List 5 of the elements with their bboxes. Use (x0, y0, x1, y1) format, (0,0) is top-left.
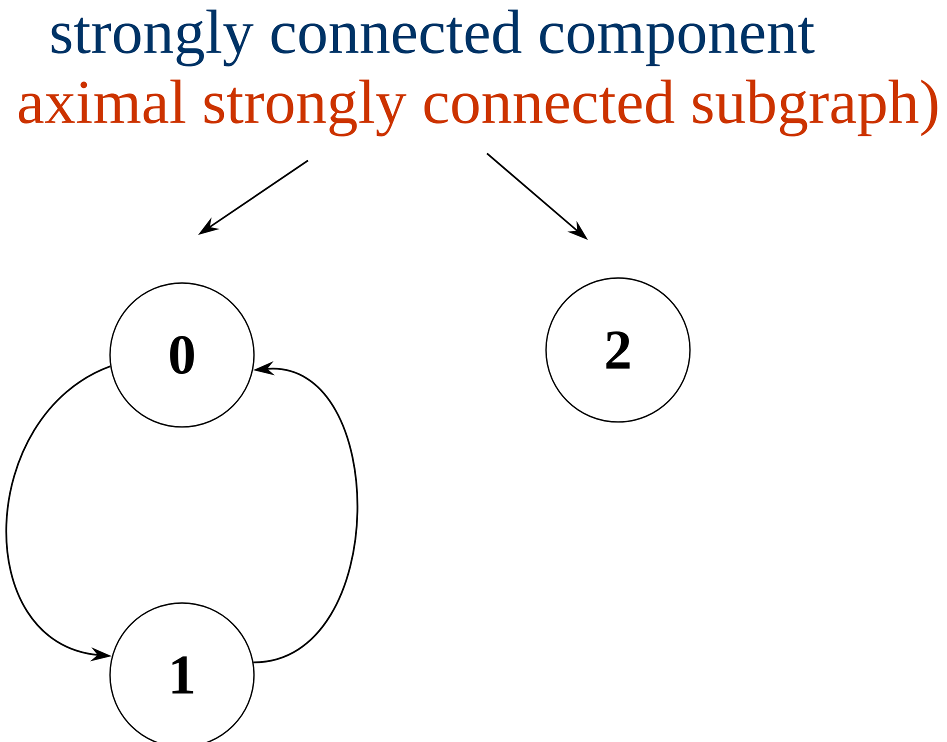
title-text: strongly connected component (52, 10, 815, 66)
graph-vertex: 2 (545, 277, 691, 423)
graph-vertex: 0 (109, 282, 255, 428)
graph-vertex: 1 (109, 602, 255, 742)
subtitle-text: aximal strongly connected subgraph) (18, 80, 938, 136)
